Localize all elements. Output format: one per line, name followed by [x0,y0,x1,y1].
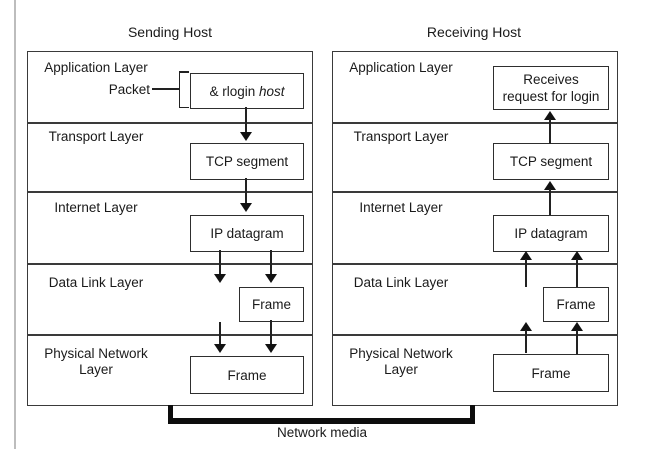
sending-ip-datagram-box: IP datagram [190,215,304,252]
receiving-internet-layer-label: Internet Layer [359,200,443,215]
receiving-divider-app-transport [332,122,617,124]
down-arrow-line-ip-to-frame [270,250,272,275]
down-arrow-line-frame-to-physical [270,320,272,345]
sending-datalink-layer-label: Data Link Layer [48,275,144,290]
sending-host-title: Sending Host [127,24,213,40]
packet-bracket-top-tick [178,71,189,73]
packet-bracket [178,71,180,108]
sending-transport-layer-label: Transport Layer [48,129,144,144]
command-text: & rlogin host [209,83,285,99]
up-arrow-icon [520,322,532,331]
up-arrow-icon [571,322,583,331]
receiving-application-box: Receives request for login [493,66,609,110]
receiving-divider-internet-datalink [332,263,617,265]
down-arrow-icon [214,344,226,353]
receiving-application-layer-label: Application Layer [349,60,453,75]
packet-pointer-line [152,88,179,90]
up-arrow-icon [520,251,532,260]
up-arrow-icon [571,251,583,260]
up-arrow-line-tcp-to-app [549,119,551,144]
receives-text: Receives request for login [502,72,600,104]
down-arrow-icon [265,344,277,353]
down-arrow-icon [265,274,277,283]
up-arrow-line-ip-to-tcp [549,189,551,215]
up-arrow-line-frame-to-ip [576,259,578,287]
receiving-divider-datalink-physical [332,334,617,336]
up-arrow-line-physical-to-frame [576,330,578,354]
packet-bracket-bottom-tick [178,106,189,108]
sending-divider-app-transport [27,122,312,124]
sending-divider-internet-datalink [27,263,312,265]
up-arrow-icon [544,111,556,120]
network-media-bracket-bar [168,418,475,424]
receiving-frame-box-datalink: Frame [543,287,609,322]
network-media-bracket-left-leg [168,405,173,424]
sending-tcp-segment-box: TCP segment [190,143,304,180]
up-arrow-icon [544,181,556,190]
sending-frame-box-physical: Frame [190,356,304,394]
receiving-datalink-layer-label: Data Link Layer [353,275,449,290]
up-arrow-line-physical-left [525,330,527,353]
sending-divider-datalink-physical [27,334,312,336]
receiving-transport-layer-label: Transport Layer [353,129,449,144]
sending-physical-layer-label: Physical Network Layer [44,346,148,377]
receiving-divider-transport-internet [332,191,617,193]
receiving-frame-box-physical: Frame [493,354,609,392]
down-arrow-line-datalink-left [219,322,221,345]
sending-frame-box-datalink: Frame [239,287,304,322]
page-margin-rule [14,0,16,449]
sending-divider-transport-internet [27,191,312,193]
down-arrow-icon [214,274,226,283]
sending-application-layer-label: Application Layer [44,60,148,75]
receiving-ip-datagram-box: IP datagram [493,215,609,252]
receiving-host-title: Receiving Host [426,24,522,40]
receiving-physical-layer-label: Physical Network Layer [349,346,453,377]
down-arrow-icon [240,132,252,141]
packet-label: Packet [108,82,150,97]
sending-application-command-box: & rlogin host [190,73,304,109]
receiving-tcp-segment-box: TCP segment [493,143,609,180]
sending-internet-layer-label: Internet Layer [54,200,138,215]
down-arrow-line-tcp-to-ip [245,178,247,204]
down-arrow-line-app-to-tcp [245,107,247,133]
down-arrow-line-ip-left [219,250,221,275]
up-arrow-line-datalink-left [525,259,527,287]
network-media-bracket-right-leg [470,405,475,424]
down-arrow-icon [240,203,252,212]
network-media-label: Network media [276,425,368,440]
